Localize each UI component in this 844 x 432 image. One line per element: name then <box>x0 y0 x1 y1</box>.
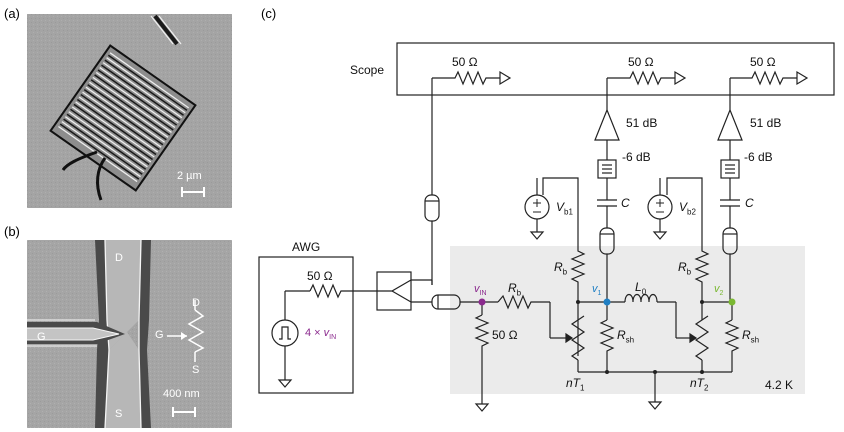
nt1-label: nT1 <box>566 376 585 393</box>
scope-resistor-1 <box>432 70 500 86</box>
rsh-1 <box>599 319 615 372</box>
scope-resistor-2 <box>607 70 675 86</box>
l0-label: L0 <box>635 280 647 297</box>
scope-resistor-3 <box>730 70 797 86</box>
amp1-gain: 51 dB <box>626 116 658 130</box>
vb2-ground <box>652 231 668 240</box>
rb2-label: Rb <box>678 260 692 277</box>
electrode-label-d: D <box>115 252 123 264</box>
ground-term <box>474 403 490 412</box>
inductor-l0 <box>624 293 658 303</box>
rsh2-label: Rsh <box>742 328 760 345</box>
ntron-drawing <box>27 240 232 428</box>
panel-label-b: (b) <box>4 224 20 239</box>
ground-main <box>647 401 663 410</box>
panel-label-c: (c) <box>261 6 277 21</box>
nt2-label: nT2 <box>690 376 709 393</box>
scale-bar-label-b: 400 nm <box>163 388 200 400</box>
vb2-label: Vb2 <box>679 200 696 217</box>
scope-gnd-3 <box>796 70 809 86</box>
sem-image-meander: 2 µm <box>27 14 232 208</box>
gate-arrow-2 <box>689 332 698 344</box>
scope-r3-label: 50 Ω <box>750 55 776 69</box>
c1-label: C <box>621 196 630 210</box>
amplifier-2 <box>717 108 743 141</box>
electrode-label-g: G <box>37 331 46 343</box>
awg-resistor-label: 50 Ω <box>307 269 333 283</box>
termination-resistor <box>474 314 490 404</box>
rb-main-resistor <box>497 294 550 310</box>
amp2-gain: 51 dB <box>750 116 782 130</box>
vb1-label: Vb1 <box>556 200 573 217</box>
amplifier-1 <box>594 108 620 141</box>
c2-label: C <box>745 196 754 210</box>
scope-box <box>396 42 835 96</box>
term-resistor-label: 50 Ω <box>492 328 518 342</box>
v2-label: v2 <box>714 283 724 298</box>
electrode-label-s: S <box>115 408 123 420</box>
rsh-2 <box>724 319 740 372</box>
node-vin <box>478 298 486 306</box>
temperature-label: 4.2 K <box>765 378 794 392</box>
att2-label: -6 dB <box>744 150 773 164</box>
ntron-1 <box>570 315 586 361</box>
awg-box <box>258 256 354 394</box>
v1-label: v1 <box>592 283 602 298</box>
scope-r1-label: 50 Ω <box>452 55 478 69</box>
awg-gain-label: 4 × vIN <box>305 327 337 342</box>
scope-gnd-1 <box>499 70 512 86</box>
coax-ch1 <box>424 194 440 222</box>
ntron-2 <box>694 315 710 361</box>
node-v2 <box>728 298 736 306</box>
symbol-label-s: S <box>192 364 200 376</box>
awg-ground <box>277 379 293 388</box>
cryostat-region <box>450 246 805 394</box>
rb1-label: Rb <box>554 260 568 277</box>
scope-r2-label: 50 Ω <box>628 55 654 69</box>
node-v1 <box>603 298 611 306</box>
panel-label-a: (a) <box>4 6 20 21</box>
pulse-source <box>271 319 299 347</box>
symbol-label-g: G <box>155 329 164 341</box>
awg-label: AWG <box>292 240 321 254</box>
vin-label: vIN <box>474 283 487 298</box>
att1-label: -6 dB <box>622 150 651 164</box>
meander-nanowire-drawing <box>27 14 232 208</box>
gate-arrow-1 <box>565 332 574 344</box>
scope-label: Scope <box>350 63 385 77</box>
rsh1-label: Rsh <box>617 328 635 345</box>
scale-bar-label-a: 2 µm <box>177 170 202 182</box>
rb-main-label: Rb <box>508 281 522 298</box>
vb1-ground <box>529 231 545 240</box>
awg-resistor <box>309 283 377 299</box>
symbol-label-d: D <box>192 297 200 309</box>
scope-gnd-2 <box>674 70 687 86</box>
sem-image-ntron: D G S D G S 400 nm <box>27 240 232 428</box>
